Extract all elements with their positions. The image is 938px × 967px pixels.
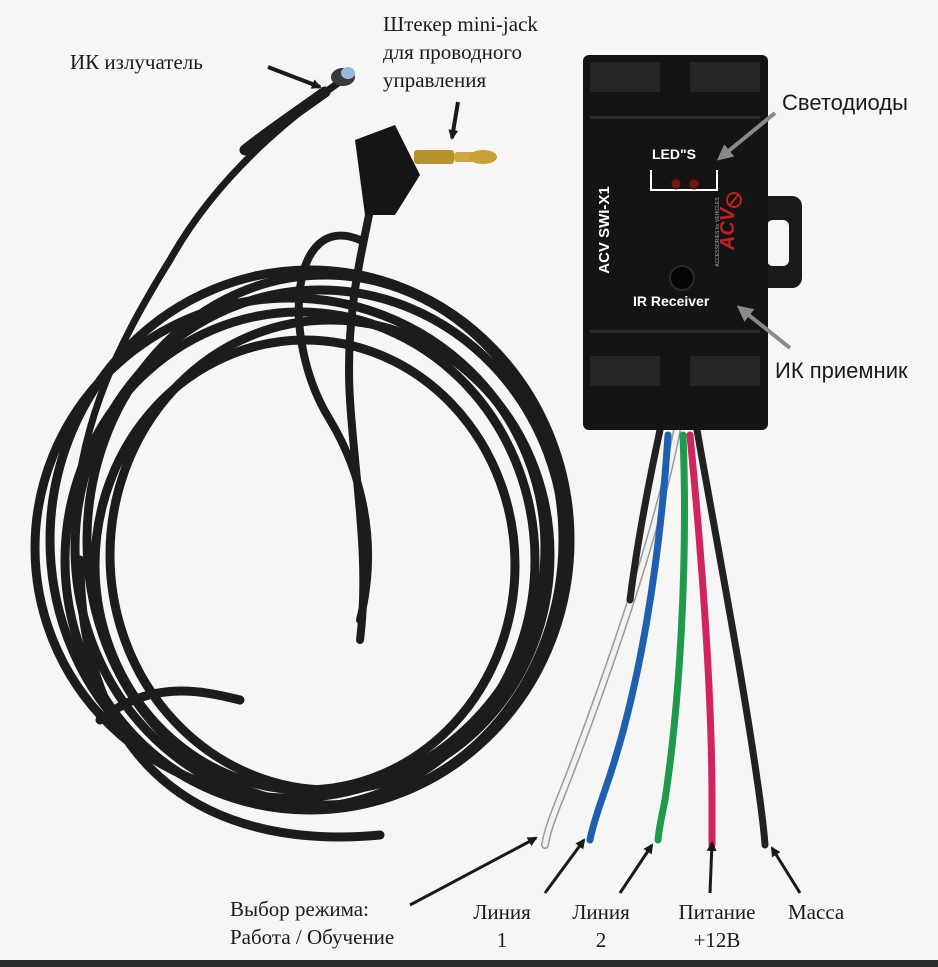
ir-receiver-callout-label: ИК приемник [775, 358, 908, 383]
mode-select-label-line2: Работа / Обучение [230, 925, 395, 949]
bottom-border [0, 960, 938, 967]
wire-green [654, 431, 688, 844]
device-ir-receiver-label: IR Receiver [633, 293, 710, 309]
power-label-top: Питание [678, 900, 756, 924]
ir-receiver-window [669, 265, 695, 291]
ir-emitter-label: ИК излучатель [70, 50, 203, 74]
led-indicator-1 [670, 178, 682, 190]
arrow-ground [770, 846, 802, 894]
ir-emitter-tip [331, 67, 355, 86]
power-label-bottom: +12В [693, 928, 741, 952]
ground-label: Масса [788, 900, 845, 924]
led-bracket [650, 170, 718, 191]
line2-label-bottom: 2 [595, 928, 607, 952]
wire-black-extra [626, 426, 664, 604]
minijack-plug [355, 125, 497, 215]
wire-blue [586, 431, 672, 844]
minijack-label-line1: Штекер mini-jack [383, 12, 538, 36]
wire-red [686, 431, 716, 849]
device-model-label: ACV SWI-X1 [596, 186, 613, 274]
line1-label-bottom: 1 [496, 928, 508, 952]
line1-label-top: Линия [473, 900, 531, 924]
brand-logo [726, 192, 742, 208]
ir-emitter-cable [71, 74, 349, 524]
cable-coil [30, 265, 575, 842]
arrow-mode [409, 836, 538, 907]
mode-select-label-line1: Выбор режима: [230, 897, 369, 921]
line2-label-top: Линия [572, 900, 630, 924]
arrow-ir-receiver [736, 305, 792, 350]
arrow-ir-emitter [267, 65, 322, 89]
arrow-power [706, 841, 717, 894]
minijack-cable [294, 206, 374, 644]
device-box [583, 55, 802, 430]
arrow-minijack [448, 101, 460, 140]
led-indicator-2 [688, 178, 700, 190]
wire-black-ground [693, 426, 769, 849]
arrow-leds [716, 111, 777, 161]
arrow-line1 [543, 838, 586, 894]
minijack-label-line2: для проводного [383, 40, 522, 64]
leds-callout-label: Светодиоды [782, 90, 908, 115]
arrow-line2 [618, 843, 654, 894]
minijack-label-line3: управления [383, 68, 487, 92]
device-leds-label: LED"S [652, 146, 696, 162]
device-brand-sub-label: ACCESSORIES for VEHICLES [715, 197, 721, 267]
